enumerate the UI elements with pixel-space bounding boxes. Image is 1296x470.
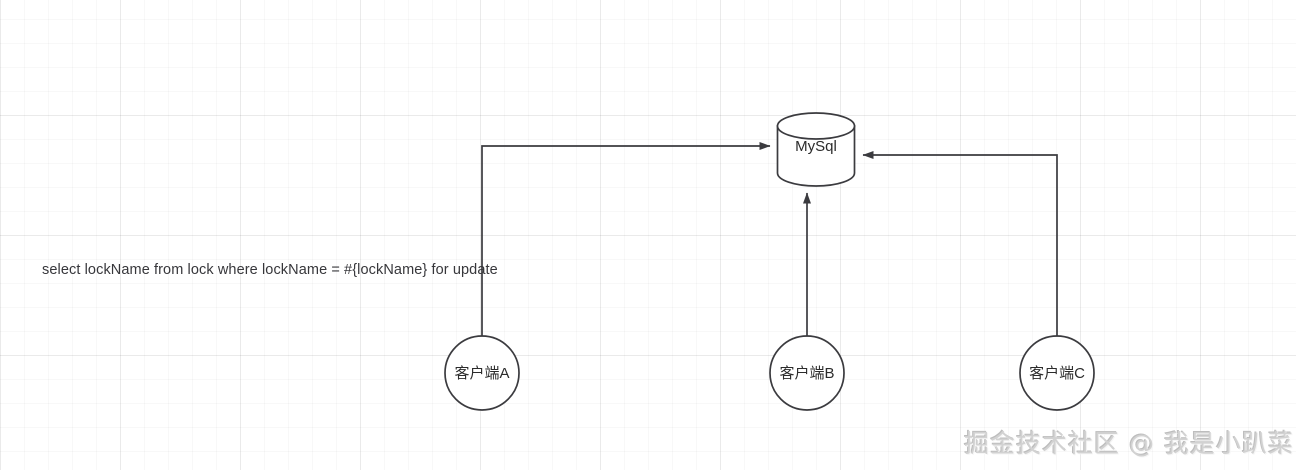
node-client-a[interactable]: 客户端A xyxy=(444,335,520,411)
sql-statement-note: select lockName from lock where lockName… xyxy=(42,262,498,278)
node-client-b[interactable]: 客户端B xyxy=(769,335,845,411)
node-mysql-database[interactable]: MySql xyxy=(776,112,856,187)
mysql-label: MySql xyxy=(795,138,837,155)
cylinder-top xyxy=(776,112,856,140)
edge-clientC-to-db xyxy=(862,151,1058,336)
client-c-label: 客户端C xyxy=(1029,365,1085,382)
client-a-circle xyxy=(444,335,520,411)
client-a-label: 客户端A xyxy=(454,365,509,382)
client-b-label: 客户端B xyxy=(779,365,834,382)
cylinder-body xyxy=(776,125,856,187)
watermark-text: 掘金技术社区 @ 我是小趴菜 xyxy=(964,429,1294,458)
edge-clientA-to-db xyxy=(481,142,771,336)
client-c-circle xyxy=(1019,335,1095,411)
node-client-c[interactable]: 客户端C xyxy=(1019,335,1095,411)
client-b-circle xyxy=(769,335,845,411)
